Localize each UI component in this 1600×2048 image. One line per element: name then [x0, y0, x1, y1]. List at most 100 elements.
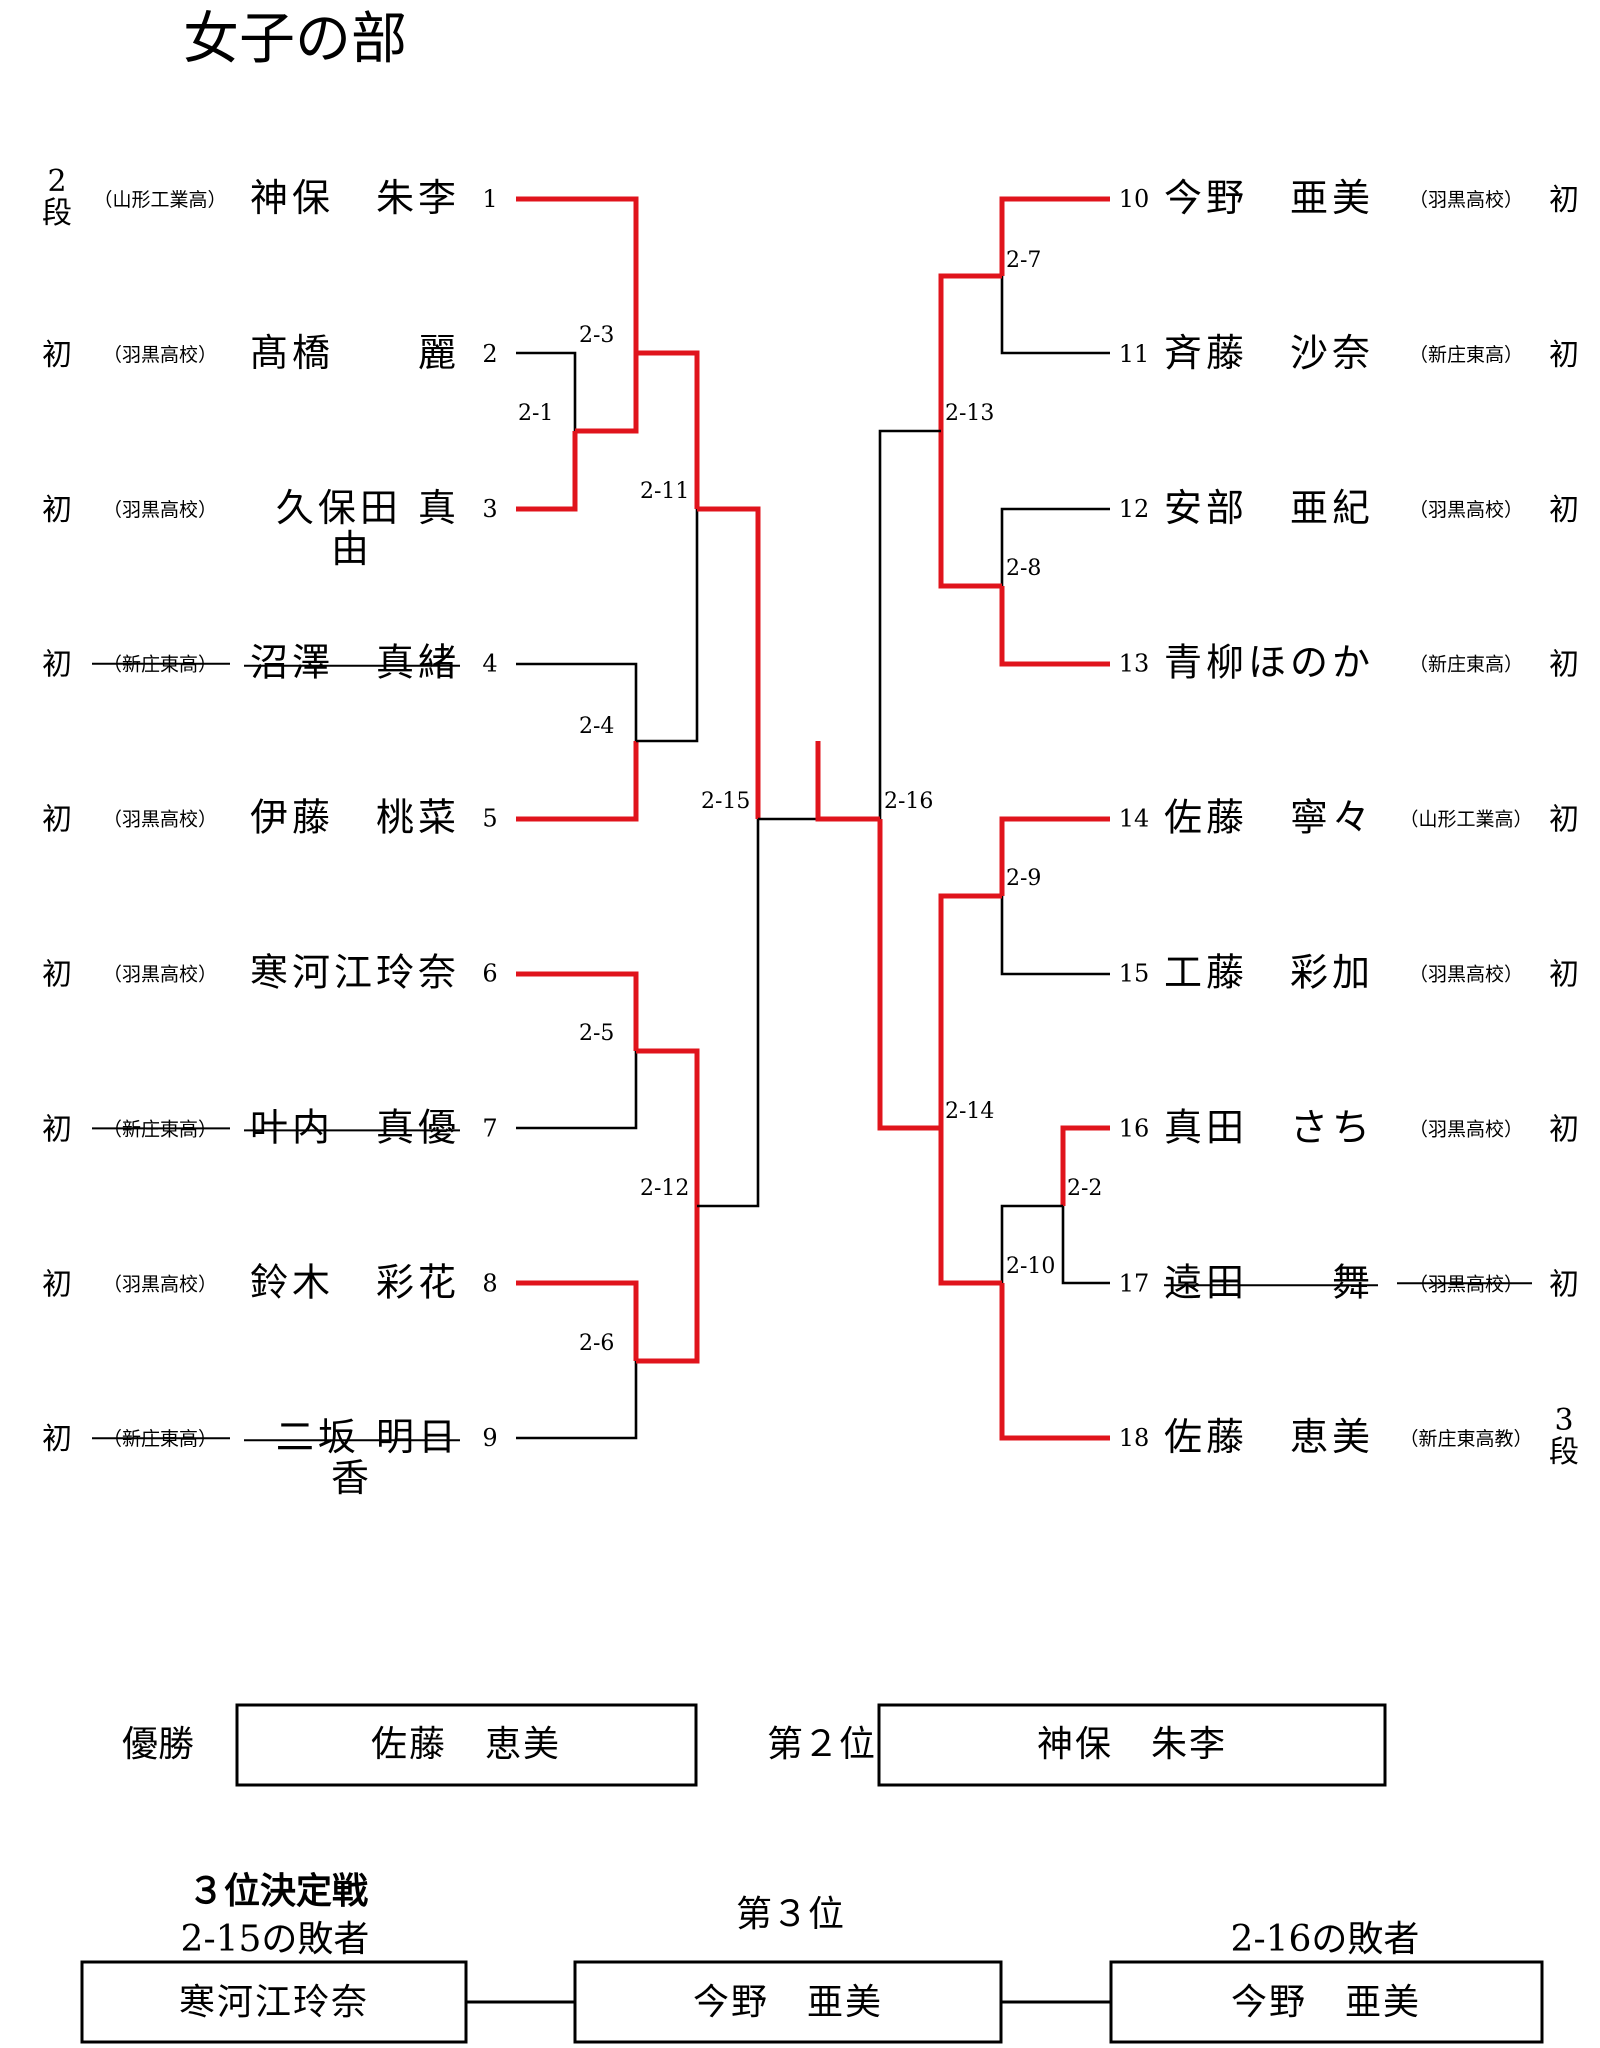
third-name: 今野 亜美 — [693, 1982, 883, 2023]
player-name: 叶内 真優 — [250, 1105, 460, 1149]
line-p13 — [999, 586, 1110, 667]
seed-number: 18 — [1119, 1424, 1150, 1452]
seed-number: 16 — [1119, 1114, 1150, 1142]
third-right-box — [1109, 1960, 1544, 2044]
player-name: 二坂 明日 — [276, 1415, 460, 1459]
line-m25 — [636, 1048, 700, 1206]
seed-number: 6 — [482, 960, 497, 988]
seed-number: 10 — [1119, 185, 1150, 213]
line-m22 — [1000, 1204, 1063, 1283]
school-label: （羽黒高校） — [103, 964, 217, 986]
rank-label: 初 — [1549, 803, 1579, 838]
rank-label: 初 — [1549, 958, 1579, 993]
match-label: 2-6 — [579, 1331, 614, 1356]
third-right-name: 今野 亜美 — [1231, 1982, 1421, 2023]
school-label: （羽黒高校） — [103, 344, 217, 366]
line-m210 — [938, 1128, 1002, 1286]
player-name: 久保田 真 — [276, 486, 460, 530]
rank-label: 初 — [1549, 338, 1579, 373]
school-label: （新庄東高） — [1409, 344, 1523, 366]
player-name-continued: 由 — [331, 527, 373, 571]
player-name: 沼澤 真緒 — [250, 641, 460, 685]
rank-label: 初 — [42, 338, 72, 373]
line-m214 — [877, 819, 941, 1131]
second-name: 神保 朱李 — [1037, 1724, 1227, 1765]
line-m213 — [878, 429, 941, 819]
player-name: 鈴木 彩花 — [250, 1260, 460, 1304]
match-label: 2-3 — [579, 323, 614, 348]
seed-number: 1 — [482, 185, 497, 213]
school-label: （羽黒高校） — [103, 1273, 217, 1295]
match-label: 2-11 — [640, 479, 689, 504]
school-label: （羽黒高校） — [103, 809, 217, 831]
line-p2 — [516, 351, 577, 431]
rank-label: 初 — [42, 1267, 72, 1302]
line-m26 — [636, 1206, 700, 1364]
match-label: 2-8 — [1006, 556, 1041, 581]
line-final — [815, 741, 880, 822]
match-label: 2-13 — [945, 401, 994, 426]
line-m27 — [938, 273, 1002, 431]
player-name: 今野 亜美 — [1164, 176, 1374, 220]
line-p1 — [516, 196, 639, 353]
school-label: （羽黒高校） — [1409, 964, 1523, 986]
player-name: 佐藤 寧々 — [1164, 796, 1374, 840]
line-p18 — [999, 1283, 1110, 1441]
line-p3 — [516, 431, 578, 512]
winner-box — [235, 1703, 698, 1787]
seed-number: 4 — [482, 650, 497, 678]
seed-number: 3 — [482, 495, 497, 523]
results: 優勝 佐藤 恵美 第２位 神保 朱李 ３位決定戦 2-15の敗者 第３位 2-1… — [80, 1703, 1544, 2044]
third-playoff-label: ３位決定戦 — [188, 1870, 368, 1912]
line-m29 — [938, 893, 1002, 1128]
rank-label: 初 — [1549, 648, 1579, 683]
line-p8 — [516, 1280, 639, 1361]
line-p17 — [1061, 1206, 1110, 1285]
school-label: （山形工業高） — [1399, 809, 1532, 831]
page-title: 女子の部 — [183, 7, 407, 72]
player-name: 真田 さち — [1164, 1105, 1374, 1149]
match-label: 2-15 — [701, 789, 750, 814]
match-label: 2-14 — [945, 1099, 994, 1124]
rank-label: 初 — [1549, 1112, 1579, 1147]
line-p10 — [999, 196, 1110, 276]
line-p5 — [516, 741, 639, 822]
seed-number: 9 — [482, 1424, 497, 1452]
line-p9 — [516, 1361, 638, 1440]
player-name: 髙橋 麗 — [250, 331, 460, 375]
player-name: 斉藤 沙奈 — [1164, 331, 1374, 375]
seed-number: 5 — [482, 805, 497, 833]
seed-number: 11 — [1119, 340, 1150, 368]
match-label: 2-5 — [579, 1021, 614, 1046]
third-left-box — [80, 1960, 468, 2044]
rank-label: 初 — [1549, 1267, 1579, 1302]
line-p7 — [516, 1051, 638, 1130]
rank-label: 初 — [42, 803, 72, 838]
second-box — [877, 1703, 1387, 1787]
rank-label: 初 — [42, 958, 72, 993]
line-m212 — [697, 819, 760, 1208]
match-labels: 2-1 2-2 2-3 2-4 2-5 2-6 2-7 2-8 2-9 2-10… — [518, 248, 1102, 1356]
seed-number: 17 — [1119, 1269, 1150, 1297]
line-m28 — [938, 431, 1002, 589]
match-label: 2-12 — [640, 1176, 689, 1201]
third-right-label: 2-16の敗者 — [1231, 1919, 1420, 1960]
school-label: （羽黒高校） — [1409, 499, 1523, 521]
winner-name: 佐藤 恵美 — [371, 1724, 561, 1765]
line-p12 — [1000, 507, 1110, 586]
winner-label: 優勝 — [122, 1724, 194, 1765]
third-box — [573, 1960, 1003, 2044]
match-label: 2-7 — [1006, 248, 1041, 273]
match-label: 2-9 — [1006, 866, 1041, 891]
match-label: 2-16 — [884, 789, 933, 814]
match-label: 2-4 — [579, 714, 614, 739]
player-name: 寒河江玲奈 — [250, 951, 460, 995]
player-name: 青柳ほのか — [1164, 641, 1374, 685]
seed-number: 2 — [482, 340, 497, 368]
line-p15 — [1000, 896, 1110, 976]
line-p16 — [1060, 1125, 1110, 1206]
seed-number: 13 — [1119, 650, 1150, 678]
